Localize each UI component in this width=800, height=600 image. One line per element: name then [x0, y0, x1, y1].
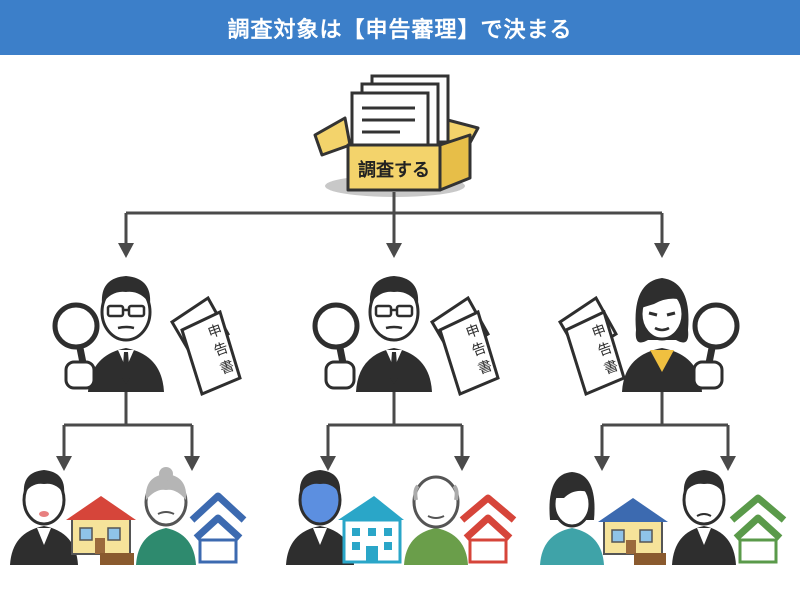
taxpayer-man-2: [286, 470, 354, 565]
arrowheads: [56, 243, 736, 471]
house-icon: [729, 494, 787, 564]
magnifier-icon: [692, 302, 740, 390]
doc-char: 申: [590, 322, 609, 342]
house-icon: [598, 498, 668, 565]
inspector-1: 申 告 書: [52, 276, 242, 397]
tax-return-document: 申 告 書: [169, 295, 242, 397]
arrow-icon: [320, 456, 336, 471]
house-icon: [66, 496, 136, 565]
arrow-icon: [720, 456, 736, 471]
taxpayer-man-1: [10, 470, 78, 565]
arrow-icon: [184, 456, 200, 471]
doc-char: 告: [470, 340, 489, 360]
audit-flow-diagram: 調査する: [10, 74, 787, 565]
taxpayer-man-3: [672, 470, 736, 565]
tax-return-document: 申 告 書: [557, 295, 626, 397]
taxpayer-elderly-man: [404, 475, 468, 565]
arrow-icon: [654, 243, 670, 258]
doc-char: 告: [212, 340, 231, 360]
doc-char: 告: [596, 340, 615, 360]
house-icon: [459, 494, 517, 564]
doc-char: 申: [206, 322, 225, 342]
header-bar: 調査対象は【申告審理】で決まる: [0, 0, 800, 55]
magnifier-icon: [52, 302, 100, 390]
doc-char: 書: [218, 358, 237, 378]
doc-char: 申: [464, 322, 483, 342]
connector-lines: [62, 192, 730, 458]
doc-char: 書: [476, 358, 495, 378]
arrow-icon: [454, 456, 470, 471]
arrow-icon: [118, 243, 134, 258]
building-icon: [338, 496, 404, 564]
document-box: 調査する: [313, 74, 480, 197]
page-title: 調査対象は【申告審理】で決まる: [227, 17, 573, 43]
taxpayer-woman: [540, 472, 604, 565]
magnifier-icon: [312, 302, 360, 390]
arrow-icon: [56, 456, 72, 471]
inspector-2: 申 告 書: [312, 276, 500, 397]
taxpayer-elderly-woman: [136, 467, 196, 565]
box-label: 調査する: [358, 159, 430, 181]
arrow-icon: [386, 243, 402, 258]
doc-char: 書: [602, 358, 621, 378]
house-icon: [189, 492, 247, 564]
inspector-3: 申 告 書: [557, 278, 740, 397]
tax-return-document: 申 告 書: [429, 295, 500, 397]
arrow-icon: [594, 456, 610, 471]
